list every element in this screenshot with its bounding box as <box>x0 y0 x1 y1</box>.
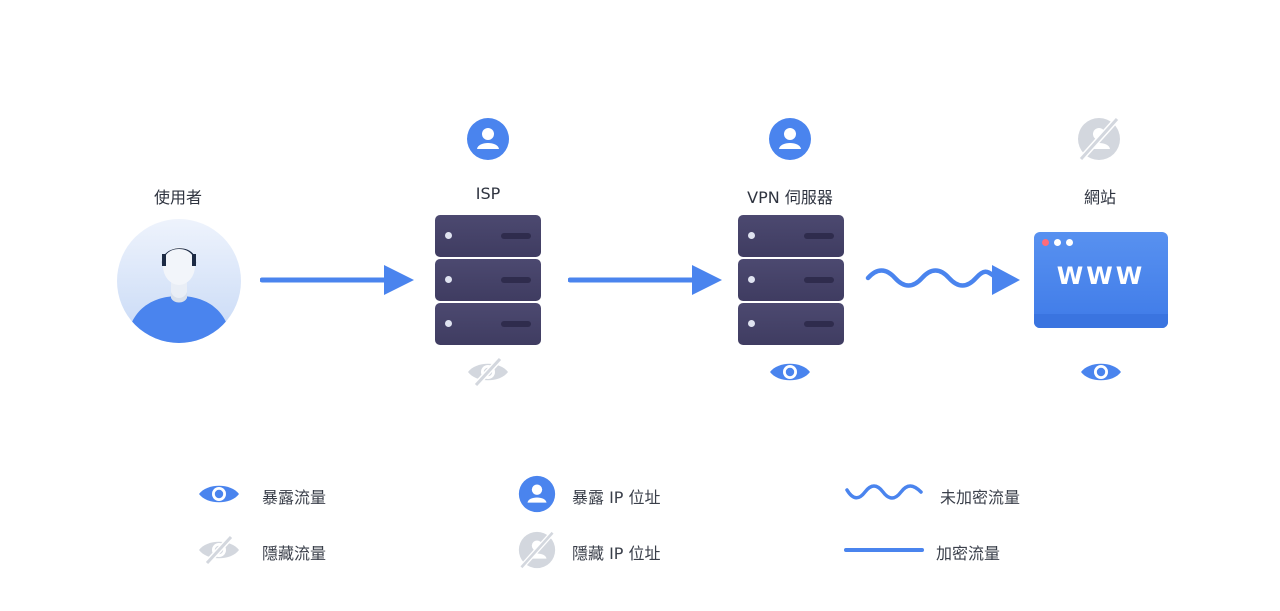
legend-encrypted-traffic: 加密流量 <box>936 544 1001 563</box>
website-label: 網站 <box>1083 188 1116 207</box>
encrypted-arrow-user-isp <box>260 265 414 295</box>
exposed-traffic-eye-icon <box>197 481 241 507</box>
legend-unencrypted-traffic: 未加密流量 <box>940 488 1021 507</box>
server-led-icon <box>445 276 452 283</box>
www-text: WWW <box>1056 262 1146 290</box>
legend-hidden-traffic: 隱藏流量 <box>262 544 327 563</box>
wavy-line-icon <box>845 484 923 500</box>
server-led-icon <box>748 276 755 283</box>
exposed-ip-user-icon <box>518 475 556 513</box>
vpn-exposed-traffic-icon <box>768 359 812 385</box>
vpn-server <box>738 215 844 345</box>
unencrypted-arrow-vpn-website <box>865 265 1020 295</box>
legend: 暴露流量 隱藏流量 暴露 IP 位址 隱藏 IP 位址 未加密流量 加密流量 <box>0 470 1280 580</box>
legend-exposed-traffic: 暴露流量 <box>262 488 327 507</box>
straight-line-icon <box>844 548 924 552</box>
user-label: 使用者 <box>153 188 202 207</box>
window-close-dot-icon <box>1042 239 1049 246</box>
vpn-exposed-ip-icon <box>768 117 812 161</box>
encrypted-arrow-isp-vpn <box>568 265 722 295</box>
server-led-icon <box>748 232 755 239</box>
legend-hidden-ip: 隱藏 IP 位址 <box>572 544 661 563</box>
hidden-ip-user-slash-icon <box>518 531 556 569</box>
isp-label: ISP <box>475 184 501 203</box>
isp-hidden-traffic-icon <box>466 357 510 387</box>
window-dot-icon <box>1054 239 1061 246</box>
hidden-traffic-eye-slash-icon <box>197 535 241 565</box>
vpn-server-label: VPN 伺服器 <box>747 188 833 207</box>
website-browser-window: WWW <box>1034 232 1168 328</box>
website-exposed-traffic-icon <box>1079 359 1123 385</box>
legend-exposed-ip: 暴露 IP 位址 <box>572 488 661 507</box>
server-led-icon <box>445 232 452 239</box>
window-dot-icon <box>1066 239 1073 246</box>
isp-server <box>435 215 541 345</box>
user-avatar <box>117 219 241 343</box>
isp-exposed-ip-icon <box>466 117 510 161</box>
server-led-icon <box>445 320 452 327</box>
server-led-icon <box>748 320 755 327</box>
website-hidden-ip-icon <box>1077 117 1121 161</box>
